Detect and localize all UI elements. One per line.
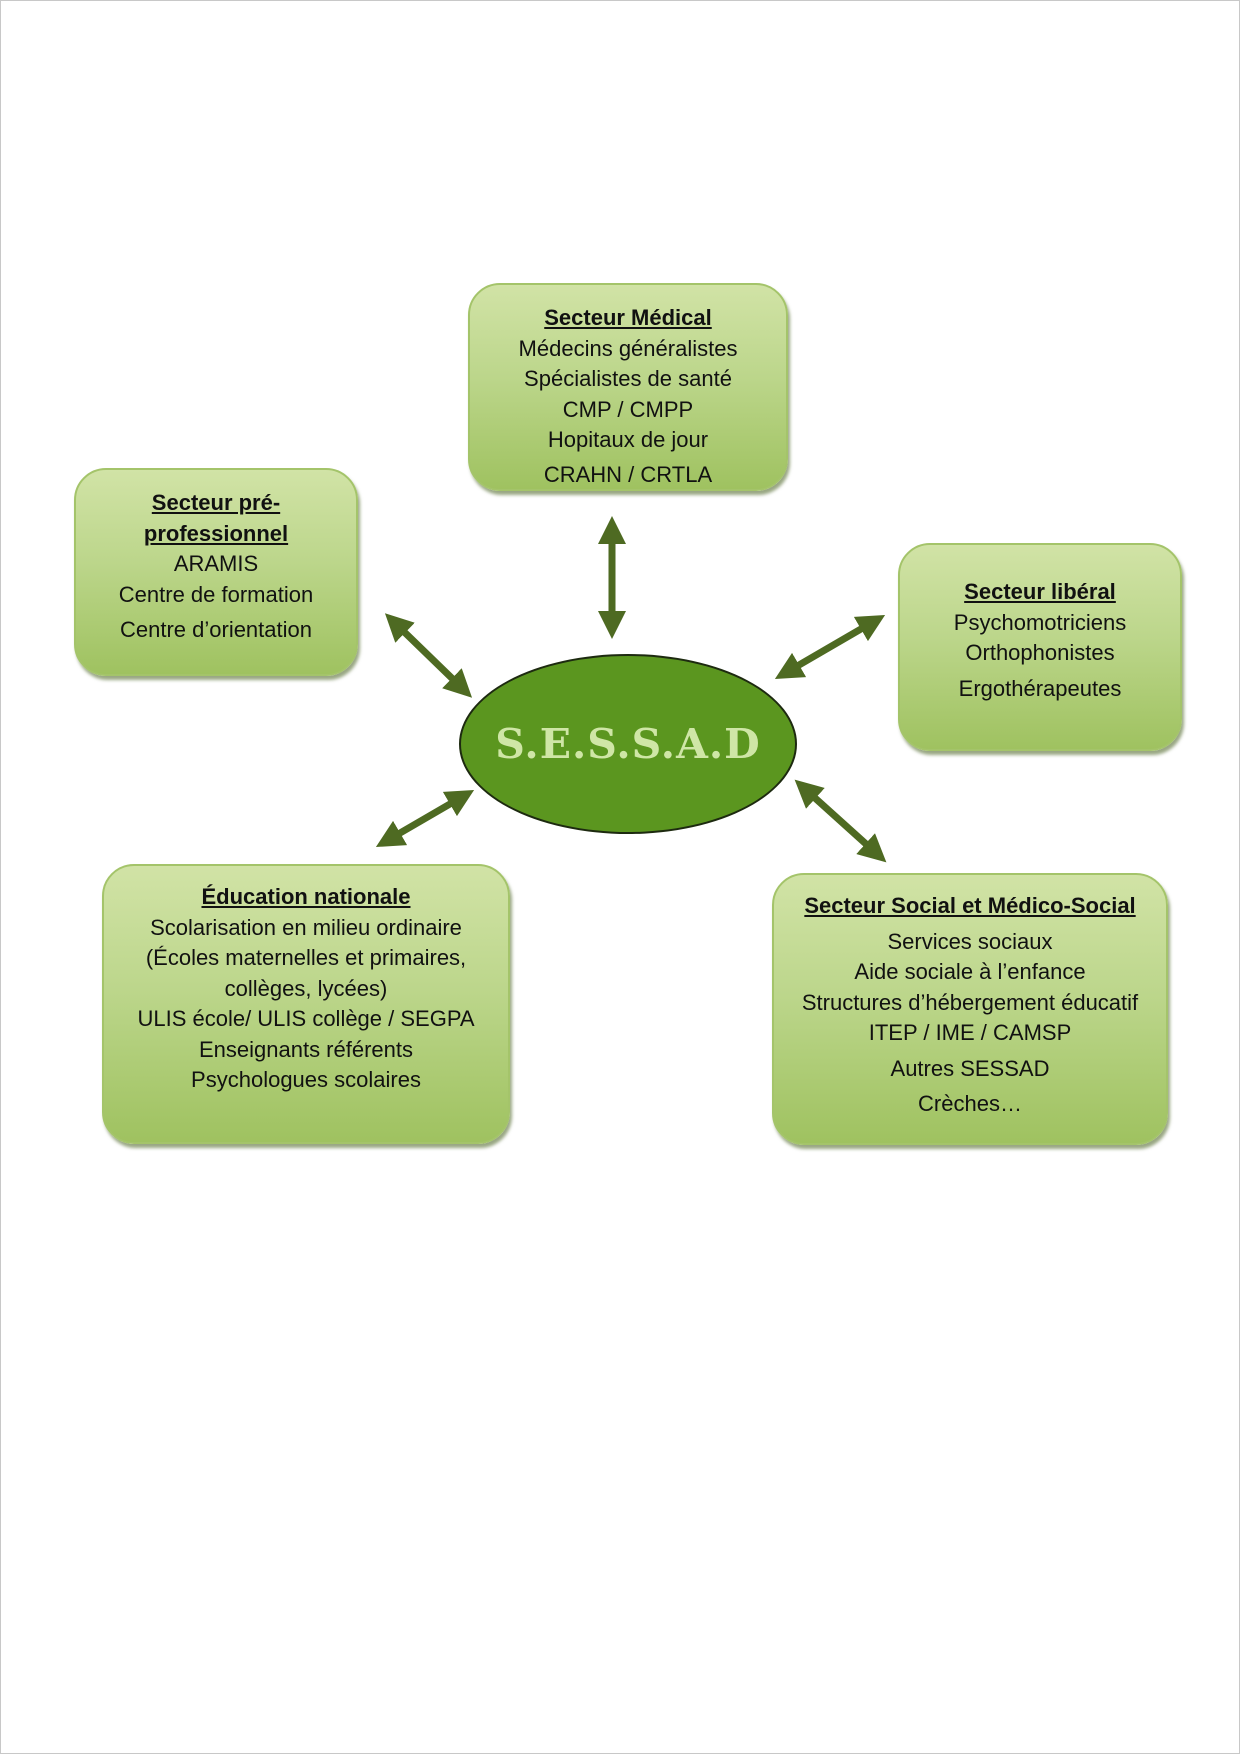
box-title: Secteur Médical: [544, 305, 712, 330]
list-item: Ergothérapeutes: [958, 675, 1122, 701]
box-title-line1: Secteur pré-: [151, 490, 281, 515]
box-secteur-social-medico-social: Secteur Social et Médico-Social Services…: [772, 873, 1168, 1145]
arrow-liberal: [774, 614, 886, 680]
sessad-center-node: S.E.S.S.A.D: [459, 654, 797, 834]
center-label: S.E.S.S.A.D: [495, 720, 761, 768]
list-item: ULIS école/ ULIS collège / SEGPA: [137, 1006, 475, 1031]
list-item: Orthophonistes: [965, 640, 1115, 665]
list-item: Enseignants référents: [198, 1036, 414, 1062]
list-item: Hopitaux de jour: [547, 427, 709, 452]
list-item: Centre de formation: [118, 581, 314, 607]
list-item: Psychologues scolaires: [191, 1067, 421, 1092]
list-item: ARAMIS: [173, 551, 259, 576]
list-item: CRAHN / CRTLA: [543, 461, 713, 487]
list-item: Scolarisation en milieu ordinaire: [150, 914, 462, 940]
box-title-line2: professionnel: [143, 520, 289, 546]
box-title: Secteur libéral: [964, 579, 1116, 604]
list-item: Spécialistes de santé: [524, 366, 732, 391]
list-item: Crèches…: [918, 1091, 1022, 1116]
box-title: Secteur Social et Médico-Social: [804, 893, 1136, 918]
list-item: Services sociaux: [887, 928, 1053, 954]
list-item: Structures d’hébergement éducatif: [801, 989, 1139, 1015]
arrow-social: [794, 779, 887, 863]
list-item: ITEP / IME / CAMSP: [868, 1020, 1072, 1045]
list-item: Médecins généralistes: [518, 335, 738, 361]
box-education-nationale: Éducation nationale Scolarisation en mil…: [102, 864, 510, 1144]
list-item: (Écoles maternelles et primaires,: [145, 945, 467, 970]
list-item: Aide sociale à l’enfance: [854, 959, 1086, 984]
arrow-education: [375, 789, 475, 848]
box-title: Éducation nationale: [201, 884, 411, 909]
list-item: Autres SESSAD: [890, 1055, 1050, 1081]
arrow-pre-professionnel: [384, 613, 473, 698]
box-secteur-medical: Secteur Médical Médecins généralistes Sp…: [468, 283, 788, 491]
box-secteur-liberal: Secteur libéral Psychomotriciens Orthoph…: [898, 543, 1182, 751]
list-item: Centre d’orientation: [119, 617, 312, 642]
list-item: collèges, lycées): [224, 975, 388, 1001]
box-secteur-pre-professionnel: Secteur pré- professionnel ARAMIS Centre…: [74, 468, 358, 676]
list-item: CMP / CMPP: [562, 396, 694, 422]
list-item: Psychomotriciens: [953, 609, 1127, 635]
